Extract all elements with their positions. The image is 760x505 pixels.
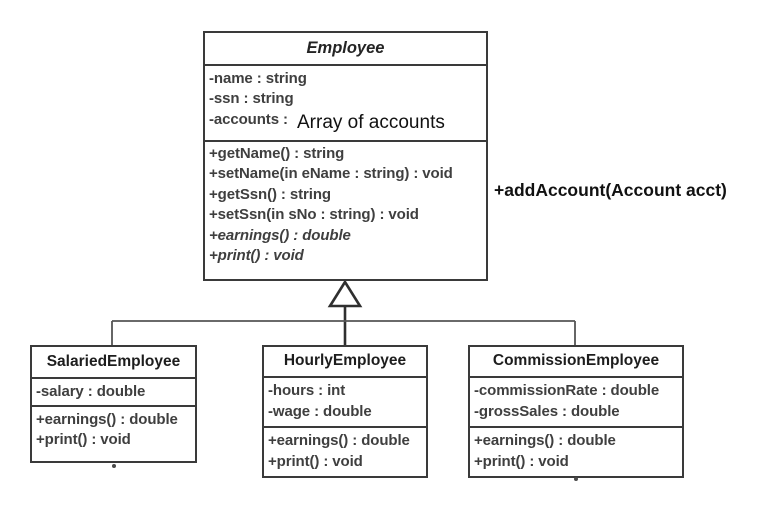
attributes-compartment-employee: -name : string -ssn : string -accounts :	[205, 64, 486, 140]
attribute-row: -hours : int	[268, 382, 346, 400]
class-box-commission-employee[interactable]: CommissionEmployee -commissionRate : dou…	[468, 345, 684, 478]
annotation-add-account-method: +addAccount(Account acct)	[494, 180, 727, 200]
method-row: +earnings() : double	[209, 226, 351, 244]
method-row: +print() : void	[36, 431, 131, 449]
method-row: +earnings() : double	[268, 432, 410, 450]
attributes-compartment-commission-employee: -commissionRate : double -grossSales : d…	[470, 376, 682, 426]
class-box-employee[interactable]: Employee -name : string -ssn : string -a…	[203, 31, 488, 281]
method-row: +print() : void	[209, 246, 304, 264]
attribute-row: -accounts :	[209, 110, 288, 128]
attributes-compartment-salaried-employee: -salary : double	[32, 377, 195, 405]
attribute-row: -grossSales : double	[474, 402, 620, 420]
annotation-accounts-value: Array of accounts	[295, 112, 447, 134]
class-name-salaried-employee: SalariedEmployee	[46, 352, 181, 370]
method-row: +print() : void	[474, 452, 569, 470]
method-row: +setName(in eName : string) : void	[209, 165, 453, 183]
method-row: +getSsn() : string	[209, 185, 331, 203]
method-row: +getName() : string	[209, 145, 345, 162]
method-row: +setSsn(in sNo : string) : void	[209, 206, 419, 224]
attribute-row: -salary : double	[36, 383, 146, 400]
scan-artifact-dot	[112, 464, 116, 468]
class-box-salaried-employee[interactable]: SalariedEmployee -salary : double +earni…	[30, 345, 197, 463]
inheritance-triangle	[327, 279, 363, 308]
class-name-commission-employee: CommissionEmployee	[492, 352, 660, 370]
class-name-hourly-employee: HourlyEmployee	[283, 352, 407, 370]
scan-artifact-dot	[574, 477, 578, 481]
method-row: +earnings() : double	[474, 432, 616, 450]
methods-compartment-commission-employee: +earnings() : double +print() : void	[470, 426, 682, 476]
methods-compartment-salaried-employee: +earnings() : double +print() : void	[32, 405, 195, 461]
methods-compartment-hourly-employee: +earnings() : double +print() : void	[264, 426, 426, 476]
attribute-row: -name : string	[209, 70, 307, 87]
method-row: +print() : void	[268, 452, 363, 470]
attribute-row: -commissionRate : double	[474, 382, 660, 400]
method-row: +earnings() : double	[36, 411, 178, 428]
attribute-row: -wage : double	[268, 402, 372, 420]
attribute-row: -ssn : string	[209, 90, 294, 108]
class-name-employee: Employee	[306, 38, 385, 57]
class-box-hourly-employee[interactable]: HourlyEmployee -hours : int -wage : doub…	[262, 345, 428, 478]
methods-compartment-employee: +getName() : string +setName(in eName : …	[205, 140, 486, 279]
attributes-compartment-hourly-employee: -hours : int -wage : double	[264, 376, 426, 426]
